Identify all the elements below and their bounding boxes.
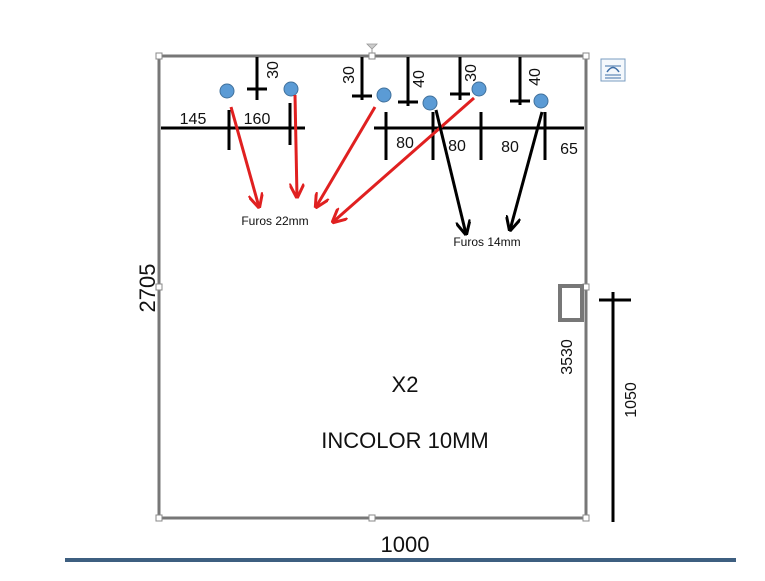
top-offset-30-b: 30 <box>341 66 358 84</box>
holes <box>219 81 549 111</box>
hole-6 <box>533 93 549 109</box>
page-baseline-rule <box>65 558 736 562</box>
holes-14mm-label: Furos 14mm <box>453 235 520 249</box>
offset-80-b: 80 <box>448 138 466 155</box>
dimension-lines <box>161 57 631 522</box>
hole-1 <box>219 83 235 99</box>
hole-4 <box>422 95 438 111</box>
right-inner-dimension: 3530 <box>559 339 576 375</box>
glass-panel-outline[interactable] <box>155 43 590 522</box>
offset-80-a: 80 <box>396 135 414 152</box>
arrows-14mm <box>434 109 544 234</box>
hole-2 <box>283 81 299 97</box>
top-offset-40-b: 40 <box>527 68 544 86</box>
offset-65: 65 <box>560 141 578 158</box>
offset-80-c: 80 <box>501 139 519 156</box>
layout-options-icon[interactable] <box>600 58 626 82</box>
top-offset-30-a: 30 <box>265 61 282 79</box>
glass-spec-label: INCOLOR 10MM <box>321 428 488 453</box>
hole-5 <box>471 81 487 97</box>
offset-160: 160 <box>244 111 271 128</box>
height-dimension: 2705 <box>135 264 160 313</box>
width-dimension: 1000 <box>381 532 430 557</box>
quantity-label: X2 <box>392 372 419 397</box>
arrows-22mm <box>229 94 475 222</box>
top-offset-40-a: 40 <box>411 70 428 88</box>
holes-22mm-label: Furos 22mm <box>241 214 308 228</box>
hinge-notch <box>558 284 584 322</box>
offset-145: 145 <box>180 111 207 128</box>
right-outer-dimension: 1050 <box>623 382 640 418</box>
top-offset-30-c: 30 <box>463 64 480 82</box>
hole-3 <box>376 87 392 103</box>
